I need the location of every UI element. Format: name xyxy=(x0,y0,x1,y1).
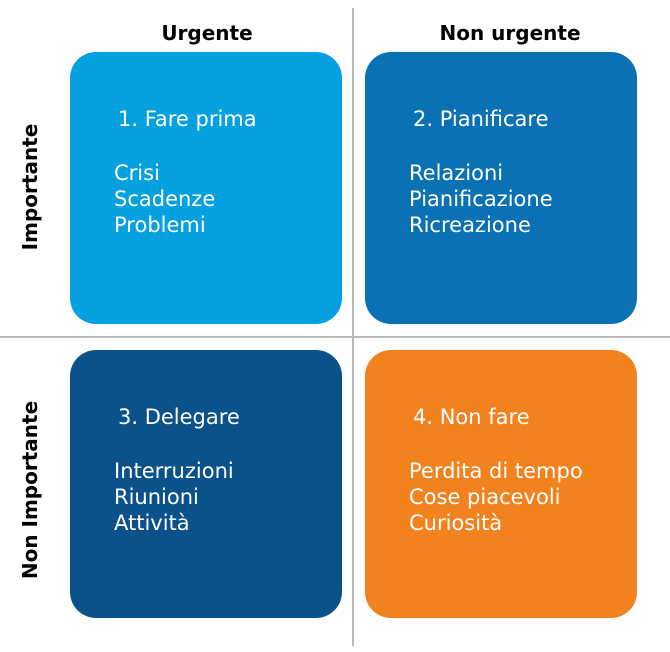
list-item: Scadenze xyxy=(114,187,216,211)
vertical-divider-line xyxy=(352,8,354,646)
quadrant-3-item-list: Interruzioni Riunioni Attività xyxy=(114,458,234,536)
list-item: Relazioni xyxy=(409,161,504,185)
column-header-non-urgent: Non urgente xyxy=(439,21,581,45)
quadrant-1-item-list: Crisi Scadenze Problemi xyxy=(114,160,215,238)
list-item: Interruzioni xyxy=(114,459,234,483)
row-label-not-important: Non Importante xyxy=(18,400,42,580)
list-item: Cose piacevoli xyxy=(409,485,561,509)
quadrant-2-item-list: Relazioni Pianificazione Ricreazione xyxy=(409,160,553,238)
quadrant-dont-do[interactable]: 4. Non fare Perdita di tempo Cose piacev… xyxy=(365,350,637,618)
horizontal-divider-line xyxy=(0,336,670,338)
row-label-important: Importante xyxy=(18,123,42,251)
list-item: Curiosità xyxy=(409,511,503,535)
quadrant-2-title: 2. Pianificare xyxy=(413,107,549,131)
quadrant-4-title: 4. Non fare xyxy=(413,405,530,429)
column-header-urgent: Urgente xyxy=(161,21,253,45)
list-item: Attività xyxy=(114,511,190,535)
list-item: Crisi xyxy=(114,161,160,185)
quadrant-1-title: 1. Fare prima xyxy=(118,107,257,131)
list-item: Pianificazione xyxy=(409,187,553,211)
quadrant-4-item-list: Perdita di tempo Cose piacevoli Curiosit… xyxy=(409,458,583,536)
quadrant-delegate[interactable]: 3. Delegare Interruzioni Riunioni Attivi… xyxy=(70,350,342,618)
quadrant-schedule[interactable]: 2. Pianificare Relazioni Pianificazione … xyxy=(365,52,637,324)
list-item: Perdita di tempo xyxy=(409,459,583,483)
list-item: Problemi xyxy=(114,213,206,237)
quadrant-do-first[interactable]: 1. Fare prima Crisi Scadenze Problemi xyxy=(70,52,342,324)
quadrant-3-title: 3. Delegare xyxy=(118,405,240,429)
list-item: Riunioni xyxy=(114,485,199,509)
list-item: Ricreazione xyxy=(409,213,531,237)
